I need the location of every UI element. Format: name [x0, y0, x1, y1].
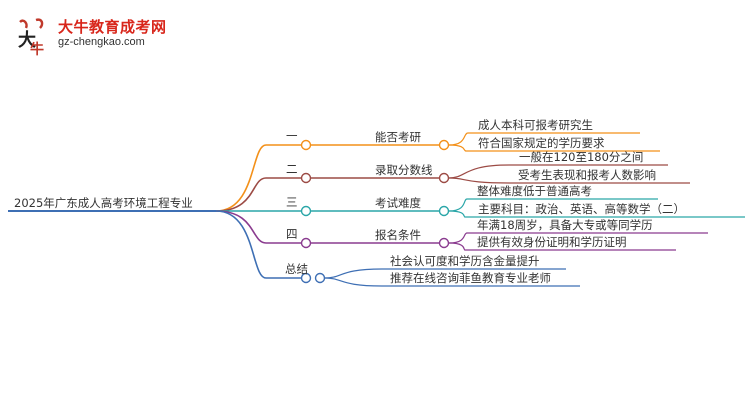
leaf-connector — [448, 210, 466, 218]
leaf-connector — [448, 242, 466, 251]
leaf-text: 一般在120至180分之间 — [519, 150, 644, 164]
branch-number: 一 — [286, 129, 298, 143]
topic-node — [438, 237, 450, 249]
logo: 大 牛 大牛教育成考网 gz-chengkao.com — [14, 14, 167, 58]
leaf-connector — [448, 164, 510, 179]
logo-url: gz-chengkao.com — [58, 36, 145, 48]
leaf-text: 成人本科可报考研究生 — [478, 118, 593, 132]
leaf-connector — [448, 132, 469, 146]
leaf-text: 提供有效身份证明和学历证明 — [477, 235, 627, 249]
branch-number: 四 — [286, 227, 298, 241]
branch-connector — [215, 177, 267, 212]
branch-topic: 报名条件 — [375, 228, 421, 242]
leaf-text: 符合国家规定的学历要求 — [478, 136, 605, 150]
branch-node — [300, 237, 312, 249]
branch-number: 总结 — [285, 262, 308, 276]
leaf-connector — [448, 232, 468, 244]
logo-title: 大牛教育成考网 — [58, 18, 167, 36]
branch-topic: 考试难度 — [375, 196, 421, 210]
topic-node — [438, 139, 450, 151]
topic-node — [438, 172, 450, 184]
branch-node — [300, 172, 312, 184]
topic-node — [438, 205, 450, 217]
branch-number: 二 — [286, 162, 298, 176]
branch-connector — [215, 210, 267, 279]
leaf-connector — [448, 144, 467, 152]
branch-node — [300, 205, 312, 217]
branch-connector — [215, 210, 267, 244]
leaf-connector — [324, 277, 383, 287]
leaf-text: 主要科目：政治、英语、高等数学（二） — [478, 202, 685, 216]
svg-text:大: 大 — [18, 29, 36, 51]
summary-node — [314, 272, 326, 284]
branch-node — [300, 272, 312, 284]
branch-number: 三 — [286, 195, 298, 209]
svg-text:牛: 牛 — [30, 41, 44, 56]
leaf-text: 整体难度低于普通高考 — [477, 184, 592, 198]
branch-topic: 能否考研 — [375, 130, 421, 144]
leaf-text: 受考生表现和报考人数影响 — [518, 168, 656, 182]
root-topic: 2025年广东成人高考环境工程专业 — [14, 196, 193, 210]
leaf-connector — [324, 268, 383, 279]
branch-connector — [215, 144, 267, 212]
leaf-text: 推荐在线咨询菲鱼教育专业老师 — [390, 271, 551, 285]
leaf-connector — [448, 177, 510, 184]
leaf-text: 社会认可度和学历含金量提升 — [390, 254, 540, 268]
branch-node — [300, 139, 312, 151]
bull-logo-icon: 大 牛 — [18, 18, 44, 56]
leaf-connector — [448, 198, 468, 212]
branch-topic: 录取分数线 — [375, 163, 433, 177]
leaf-text: 年满18周岁，具备大专或等同学历 — [477, 218, 653, 232]
